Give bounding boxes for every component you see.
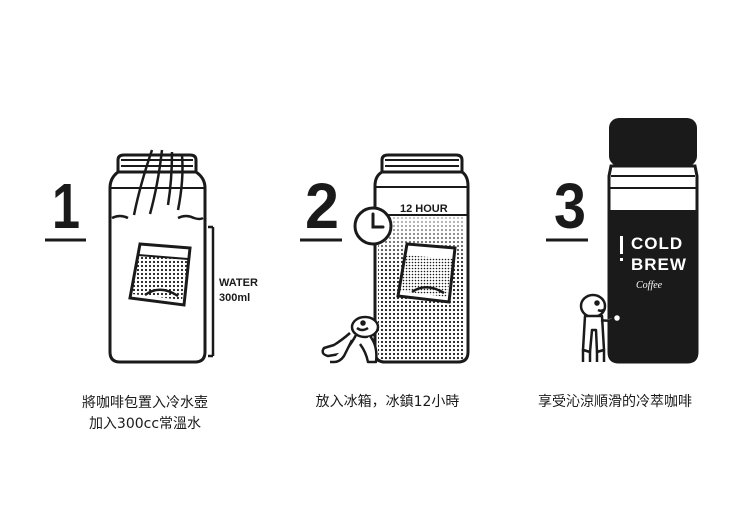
character-icon [321,315,380,364]
character-icon [579,293,623,362]
step-1-caption: 將咖啡包置入冷水壺 加入300cc常溫水 [55,393,235,435]
bottle-label-line2: BREW [631,255,687,274]
coffee-bag-icon [128,242,192,307]
step-2: 2 12 HOUR [300,153,470,364]
step-3-number: 3 [554,170,586,242]
bottle-label-line1: COLD [631,234,683,253]
step-3-caption-line1: 享受沁涼順滑的冷萃咖啡 [538,394,692,410]
volume-label: 300ml [219,292,250,304]
bottle-icon [607,118,699,364]
jar-icon [108,149,207,364]
step-1-number: 1 [52,170,80,242]
step-2-caption-line1: 放入冰箱，冰鎮12小時 [315,394,460,410]
bottle-label-line3: Coffee [636,280,663,291]
step-3-caption: 享受沁涼順滑的冷萃咖啡 [520,392,710,413]
water-label: WATER [219,277,258,289]
step-2-number: 2 [305,170,339,242]
step-2-caption: 放入冰箱，冰鎮12小時 [300,392,475,413]
coffee-bag-icon [396,242,457,304]
timer-label: 12 HOUR [400,203,448,215]
step-3: 3 COLD BREW Coffee [546,118,699,364]
step-1: 1 WATER [45,149,258,364]
step-1-caption-line2: 加入300cc常溫水 [88,416,202,432]
step-1-caption-line1: 將咖啡包置入冷水壺 [82,395,208,411]
clock-icon [353,206,393,246]
measure-bracket [208,225,215,358]
